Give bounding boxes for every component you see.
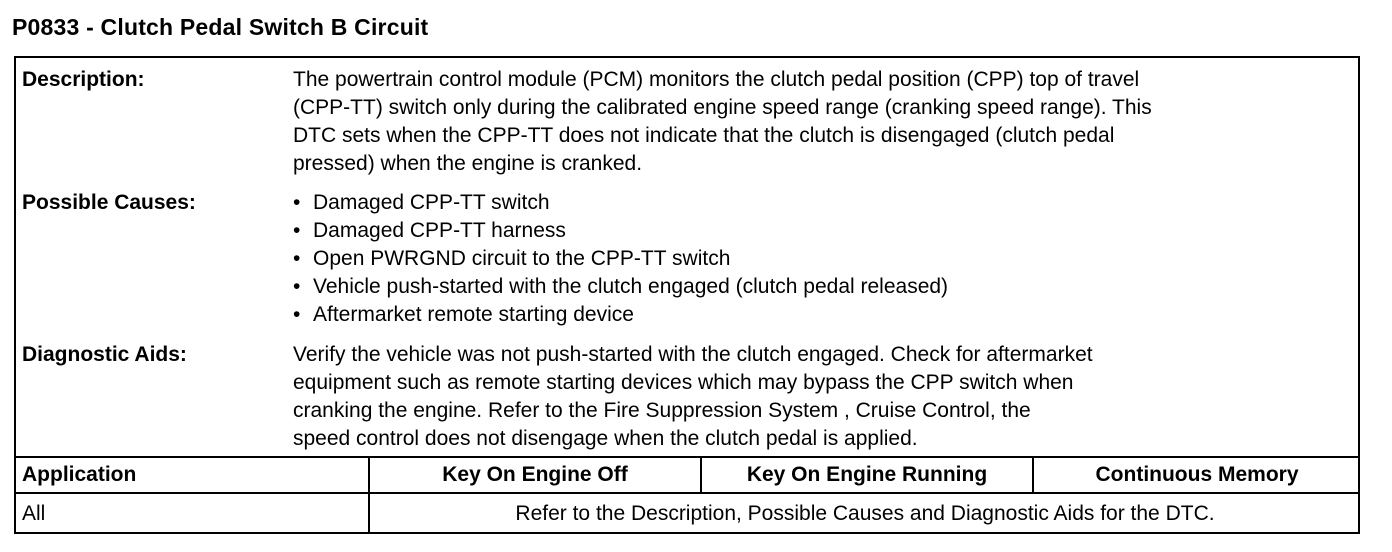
diagnostic-aids-label: Diagnostic Aids: [22, 343, 187, 366]
cause-item: Open PWRGND circuit to the CPP-TT switch [291, 245, 948, 273]
application-value: All [22, 502, 46, 525]
header-key-on-engine-running: Key On Engine Running [746, 463, 988, 486]
description-line: pressed) when the engine is cranked. [293, 152, 643, 175]
application-note: Refer to the Description, Possible Cause… [515, 502, 1215, 525]
diagnostic-aids-line: speed control does not disengage when th… [293, 427, 918, 450]
cause-item: Aftermarket remote starting device [291, 301, 948, 329]
possible-causes-list: Damaged CPP-TT switch Damaged CPP-TT har… [291, 189, 948, 329]
dtc-info-box: Description: The powertrain control modu… [14, 56, 1360, 534]
header-key-on-engine-off: Key On Engine Off [442, 463, 628, 486]
diagnostic-aids-text: Verify the vehicle was not push-started … [293, 341, 1093, 453]
column-divider [368, 456, 370, 534]
header-application: Application [22, 463, 137, 486]
description-line: The powertrain control module (PCM) moni… [293, 68, 1140, 91]
page-title: P0833 - Clutch Pedal Switch B Circuit [12, 14, 429, 40]
description-label: Description: [22, 68, 145, 91]
cause-item: Damaged CPP-TT switch [291, 189, 948, 217]
diagnostic-aids-line: equipment such as remote starting device… [293, 371, 1074, 394]
column-divider [700, 456, 702, 494]
diagnostic-aids-line: Verify the vehicle was not push-started … [293, 343, 1093, 366]
header-continuous-memory: Continuous Memory [1095, 463, 1299, 486]
possible-causes-label: Possible Causes: [22, 191, 196, 214]
table-header-divider [16, 492, 1358, 494]
cause-item: Damaged CPP-TT harness [291, 217, 948, 245]
column-divider [1032, 456, 1034, 494]
table-top-divider [16, 456, 1358, 458]
description-line: DTC sets when the CPP-TT does not indica… [293, 124, 1115, 147]
diagnostic-aids-line: cranking the engine. Refer to the Fire S… [293, 399, 1031, 422]
description-line: (CPP-TT) switch only during the calibrat… [293, 96, 1152, 119]
description-text: The powertrain control module (PCM) moni… [293, 66, 1152, 178]
cause-item: Vehicle push-started with the clutch eng… [291, 273, 948, 301]
